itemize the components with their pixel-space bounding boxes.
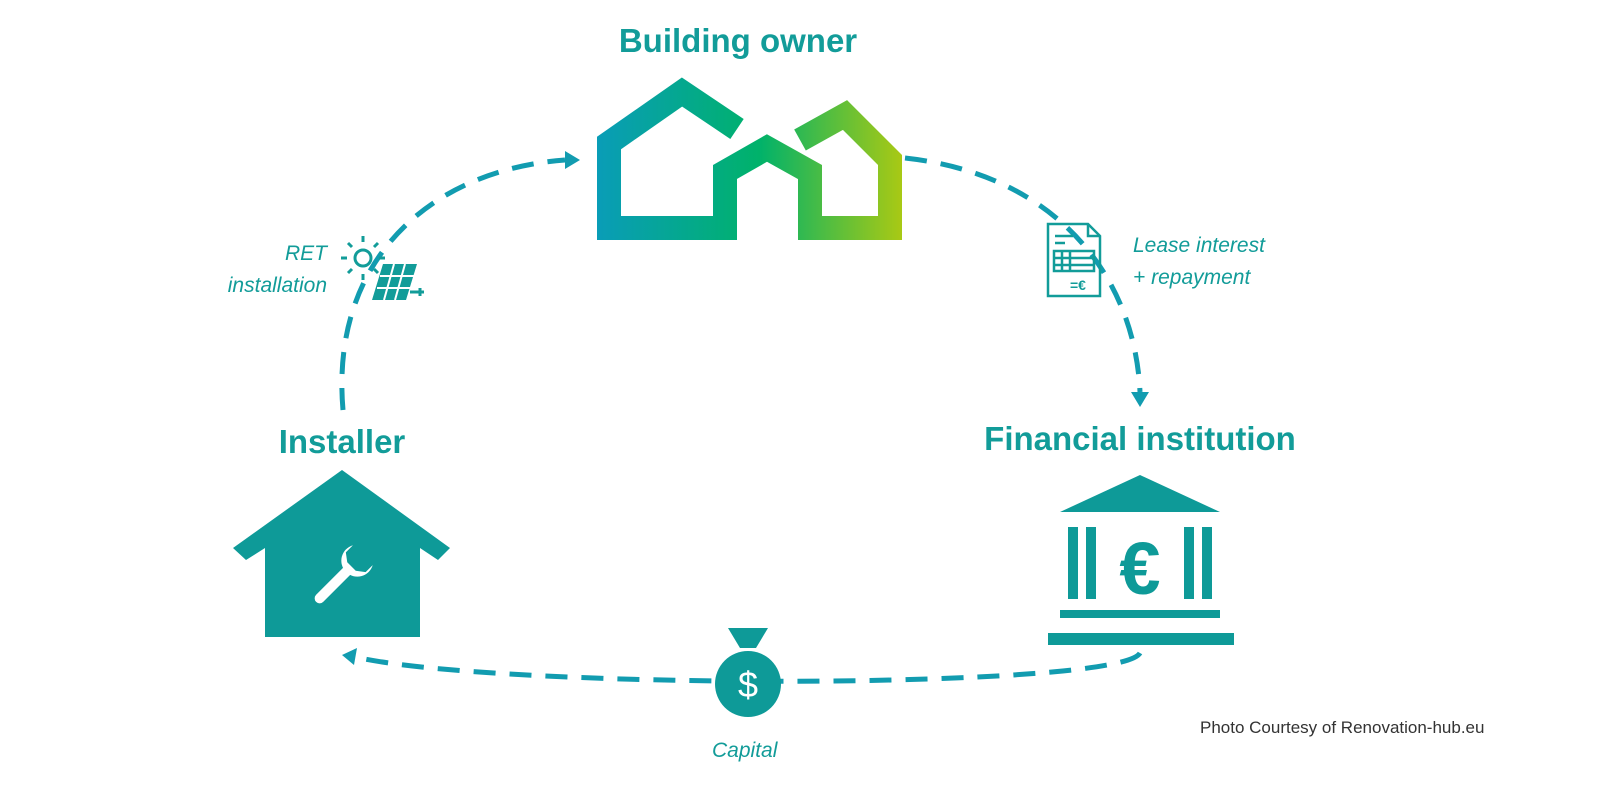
ret-line: RET — [285, 242, 327, 265]
money-bag-icon: $ — [715, 628, 781, 717]
financial-institution-title: Financial institution — [984, 420, 1296, 457]
invoice-icon: =€ — [1046, 222, 1102, 298]
bank-icon: € — [1048, 475, 1234, 645]
building-owner-houses-icon — [597, 77, 902, 240]
arc-owner-to-financial — [904, 155, 1143, 393]
capital-label: Capital — [712, 739, 778, 762]
arc-financial-to-installer — [354, 651, 1143, 684]
arrow-head — [342, 648, 357, 665]
svg-text:=€: =€ — [1070, 277, 1086, 293]
installer-house-icon — [233, 470, 450, 637]
lease-interest-line: Lease interest — [1133, 234, 1265, 257]
svg-text:€: € — [1119, 527, 1160, 610]
arc-installer-to-owner — [339, 157, 566, 411]
installer-title: Installer — [278, 423, 406, 460]
photo-credit: Photo Courtesy of Renovation-hub.eu — [1200, 718, 1485, 737]
svg-text:$: $ — [738, 664, 758, 705]
ret-installation-label: RET installation — [205, 238, 327, 302]
arrow-head — [1131, 392, 1149, 407]
installation-line: installation — [227, 274, 327, 297]
lease-label: Lease interest + repayment — [1133, 230, 1265, 294]
repayment-line: + repayment — [1133, 266, 1251, 289]
building-owner-title: Building owner — [618, 22, 858, 59]
arrow-head — [565, 151, 580, 169]
solar-panel-icon — [341, 236, 424, 301]
